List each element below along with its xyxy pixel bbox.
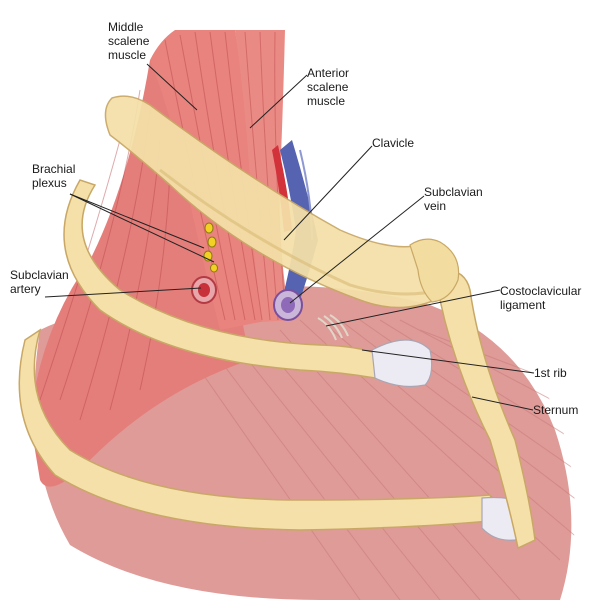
clavicle bbox=[104, 95, 460, 309]
label-first-rib: 1st rib bbox=[534, 366, 567, 380]
label-line: artery bbox=[10, 282, 41, 296]
label-line: scalene bbox=[307, 80, 349, 94]
label-costoclavicular-ligament: Costoclavicular ligament bbox=[500, 284, 581, 312]
label-line: Subclavian bbox=[10, 268, 69, 282]
leader-brachial-2 bbox=[69, 193, 215, 263]
nerve-trunk-middle bbox=[207, 236, 217, 248]
label-line: Brachial bbox=[32, 162, 76, 176]
label-clavicle: Clavicle bbox=[372, 136, 414, 150]
leader-subclavian-artery bbox=[44, 287, 202, 298]
leader-anterior-scalene bbox=[249, 74, 308, 129]
label-line: plexus bbox=[32, 176, 67, 190]
subclavian-vein-section bbox=[273, 289, 303, 321]
label-line: vein bbox=[424, 199, 447, 213]
brachial-plexus bbox=[203, 222, 218, 273]
first-rib-cartilage bbox=[371, 339, 433, 388]
label-line: Costoclavicular bbox=[500, 284, 582, 298]
label-subclavian-artery: Subclavian artery bbox=[10, 268, 69, 296]
costoclavicular-ligament bbox=[317, 314, 349, 341]
clavicle-shadow bbox=[159, 168, 441, 296]
label-line: Anterior bbox=[307, 66, 350, 80]
leader-costoclavicular bbox=[325, 289, 501, 327]
label-line: 1st rib bbox=[534, 366, 567, 380]
label-line: muscle bbox=[307, 94, 346, 108]
label-line: muscle bbox=[108, 48, 147, 62]
label-line: scalene bbox=[108, 34, 150, 48]
label-line: ligament bbox=[500, 298, 546, 312]
label-brachial-plexus: Brachial plexus bbox=[32, 162, 75, 190]
label-subclavian-vein: Subclavian vein bbox=[424, 185, 483, 213]
leader-middle-scalene bbox=[146, 63, 198, 111]
first-rib bbox=[63, 179, 433, 388]
leader-clavicle bbox=[283, 145, 373, 241]
label-middle-scalene-muscle: Middle scalene muscle bbox=[108, 20, 149, 62]
label-line: Subclavian bbox=[424, 185, 483, 199]
nerve-trunk-extra bbox=[210, 263, 218, 273]
sternum-bone bbox=[439, 269, 536, 550]
nerve-trunk-upper bbox=[204, 222, 214, 234]
subclavian-artery-section bbox=[191, 276, 217, 304]
leader-subclavian-vein bbox=[289, 195, 425, 304]
clavicle-end bbox=[409, 238, 460, 303]
label-line: Sternum bbox=[533, 403, 579, 417]
leader-first-rib bbox=[361, 349, 535, 374]
label-line: Clavicle bbox=[372, 136, 415, 150]
label-anterior-scalene-muscle: Anterior scalene muscle bbox=[307, 66, 349, 108]
label-sternum: Sternum bbox=[533, 403, 578, 417]
label-line: Middle bbox=[108, 20, 144, 34]
leader-sternum bbox=[471, 396, 534, 411]
leader-brachial-1 bbox=[69, 193, 205, 249]
leader-lines bbox=[44, 63, 535, 411]
